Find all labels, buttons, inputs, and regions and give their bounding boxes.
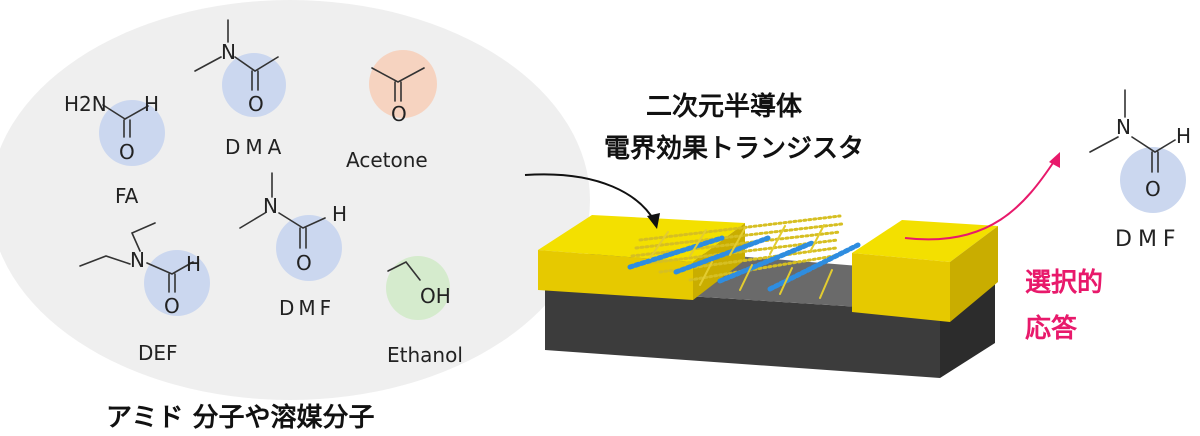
def-oxygen-label: O	[164, 294, 180, 318]
response-arrowhead	[1049, 152, 1060, 168]
response-arrow	[904, 159, 1056, 241]
ethanol-name-label: Ethanol	[387, 343, 463, 367]
ethanol-bonds	[387, 260, 421, 281]
molecule-cloud	[0, 0, 590, 400]
fa-bonds	[102, 104, 149, 138]
target-bonds	[1089, 89, 1176, 173]
substrate-front	[545, 287, 940, 378]
target-hydrogen-label: H	[1176, 124, 1192, 148]
target-highlight	[1120, 147, 1186, 213]
ethanol-highlight	[386, 256, 450, 320]
fa-oxygen-label: O	[119, 140, 135, 164]
fa-amine-label: H2N	[64, 92, 107, 116]
ethanol-hydroxyl-label: OH	[420, 284, 451, 308]
dma-name-label: DMA	[225, 135, 287, 159]
acetone-name-label: Acetone	[346, 148, 428, 172]
highlight-circles	[99, 50, 1186, 320]
fa-hydrogen-label: H	[144, 92, 160, 116]
def-highlight	[144, 250, 210, 316]
def-name-label: DEF	[138, 341, 178, 365]
left-electrode-side	[693, 223, 745, 300]
dmf-name-label: DMF	[279, 296, 336, 320]
dma-bonds	[194, 19, 279, 91]
acetone-highlight	[369, 50, 437, 118]
lattice-sticks	[649, 224, 833, 299]
def-bonds	[79, 222, 194, 293]
right-electrode-front	[852, 253, 950, 322]
acetone-bonds	[371, 67, 425, 102]
right-electrode-side	[950, 226, 998, 322]
response-line1: 選択的	[1025, 268, 1104, 298]
dmf-hydrogen-label: H	[332, 202, 348, 226]
right-electrode-top	[852, 220, 998, 262]
fet-device	[538, 214, 998, 378]
dma-nitrogen-label: N	[221, 40, 236, 64]
target-name-label: DMF	[1115, 227, 1182, 252]
dmf-nitrogen-label: N	[263, 194, 278, 218]
device-title-line1: 二次元半導体	[646, 92, 803, 122]
dmf-bonds	[239, 172, 326, 249]
response-line2: 応答	[1025, 314, 1078, 344]
dma-highlight	[222, 53, 286, 117]
dma-oxygen-label: O	[248, 92, 264, 116]
device-title-line2: 電界効果トランジスタ	[604, 134, 865, 164]
semiconductor-lattice	[627, 214, 861, 299]
def-hydrogen-label: H	[186, 252, 202, 276]
dmf-highlight	[276, 215, 342, 281]
def-nitrogen-label: N	[130, 248, 145, 272]
group-caption: アミド 分子や溶媒分子	[106, 403, 375, 433]
acetone-oxygen-label: O	[391, 102, 407, 126]
dmf-oxygen-label: O	[296, 251, 312, 275]
input-arrow	[524, 173, 656, 223]
lattice-blue-rows	[627, 235, 861, 292]
target-nitrogen-label: N	[1116, 115, 1131, 139]
substrate-side	[940, 277, 995, 378]
input-arrowhead	[647, 213, 660, 229]
fa-name-label: FA	[115, 184, 139, 208]
molecule-bonds	[79, 19, 1176, 293]
target-oxygen-label: O	[1145, 177, 1161, 201]
fa-highlight	[99, 100, 165, 166]
